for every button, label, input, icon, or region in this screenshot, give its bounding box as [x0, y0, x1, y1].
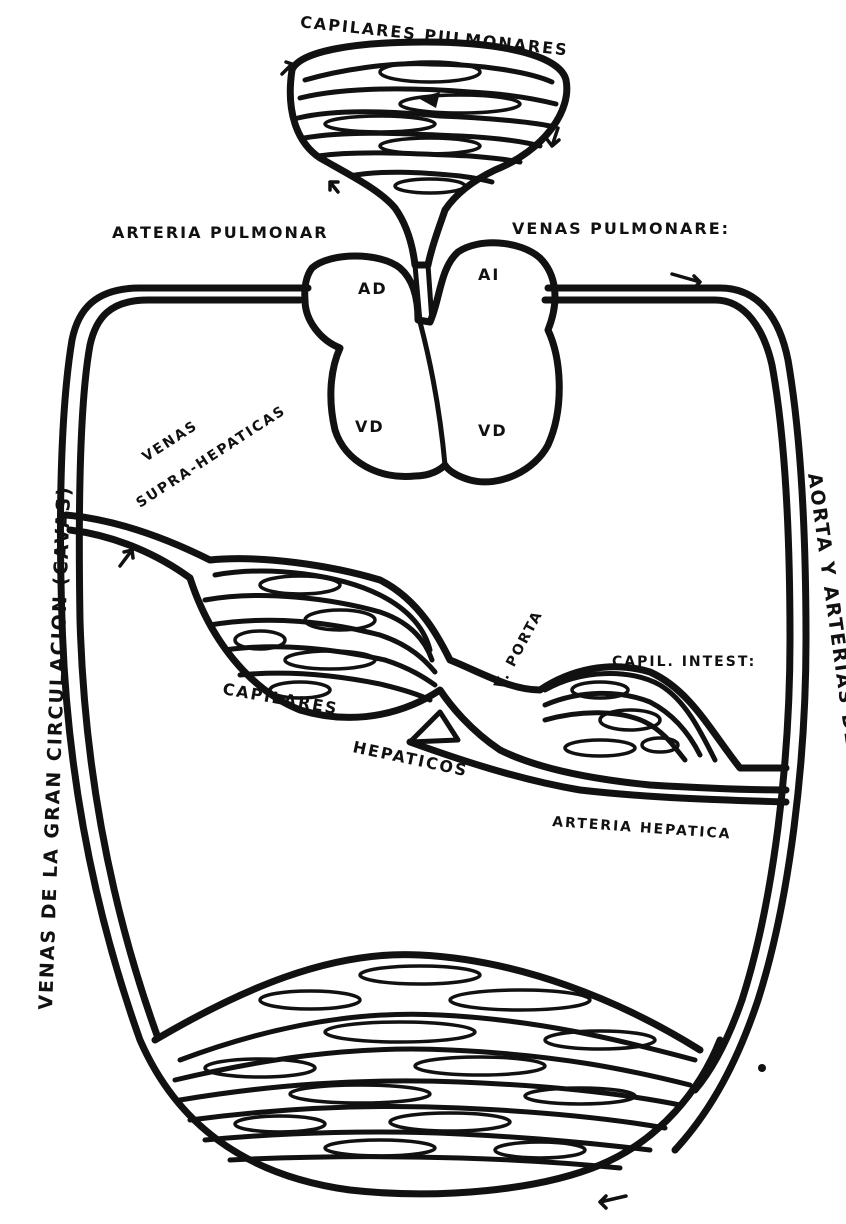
label-vd-left: VD	[478, 421, 508, 440]
label-ad: AD	[358, 279, 388, 298]
label-capil-intest: CAPIL. INTEST:	[612, 654, 756, 670]
label-arteria-hepatica: ARTERIA HEPATICA	[552, 814, 732, 842]
label-ai: AI	[478, 265, 500, 284]
label-aorta-arterias: AORTA Y ARTERIAS DE LA GRAN CIRCULACION	[803, 472, 846, 1038]
label-arteria-pulmonar: ARTERIA PULMONAR	[112, 223, 329, 242]
label-capilares-pulmonares: CAPILARES PULMONARES	[299, 12, 569, 59]
heart	[305, 243, 560, 482]
systemic-capillaries	[155, 955, 700, 1208]
label-vd-right: VD	[355, 417, 385, 436]
label-venas: VENAS	[139, 418, 201, 466]
label-venas-pulmonares: VENAS PULMONARE:	[512, 219, 730, 238]
label-vena-porta: V. PORTA	[491, 608, 546, 692]
